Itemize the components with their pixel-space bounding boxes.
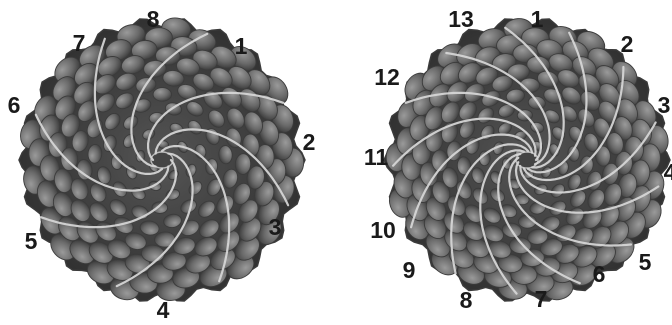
left-label-8: 8 — [147, 6, 160, 32]
right-label-11: 11 — [364, 144, 389, 170]
left-label-4: 4 — [157, 297, 170, 323]
left-label-6: 6 — [8, 92, 21, 118]
left-label-7: 7 — [73, 30, 86, 56]
right-label-12: 12 — [374, 64, 400, 90]
right-pinecone — [384, 18, 670, 303]
right-label-6: 6 — [593, 261, 606, 287]
right-label-2: 2 — [621, 31, 634, 57]
cone-scale — [153, 88, 171, 102]
right-label-9: 9 — [403, 257, 416, 283]
right-label-3: 3 — [658, 92, 671, 118]
right-label-10: 10 — [370, 217, 396, 243]
right-label-4: 4 — [664, 159, 672, 185]
right-label-13: 13 — [448, 6, 474, 32]
right-label-7: 7 — [535, 286, 548, 312]
right-label-5: 5 — [639, 249, 652, 275]
left-label-1: 1 — [235, 33, 248, 59]
cone-scale — [152, 201, 168, 213]
left-label-5: 5 — [25, 228, 38, 254]
left-label-2: 2 — [303, 129, 316, 155]
left-label-3: 3 — [269, 214, 282, 240]
left-pinecone — [18, 17, 305, 304]
right-label-1: 1 — [531, 6, 544, 32]
right-label-8: 8 — [460, 287, 473, 313]
